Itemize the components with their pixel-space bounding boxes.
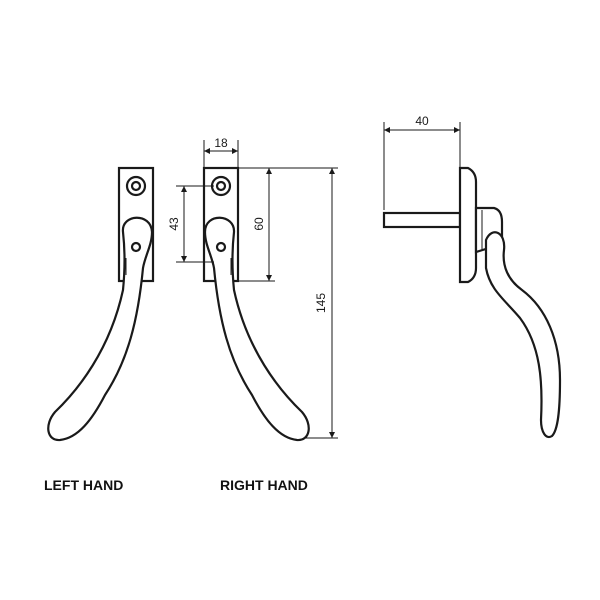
dimension-height-43: 43 [167,185,214,263]
side-backplate [458,166,478,284]
right-hand-caption: RIGHT HAND [220,477,308,493]
dimension-43-label: 43 [167,217,181,231]
dimension-height-145: 145 [238,167,338,439]
dimension-18-label: 18 [214,136,228,150]
left-hand-caption: LEFT HAND [44,477,124,493]
side-spindle [382,211,462,229]
left-fixing-hole-inner [130,180,142,192]
side-view-handle [382,166,562,439]
dimension-145-label: 145 [314,293,328,313]
dimension-width-18: 18 [203,136,239,168]
dimension-60-label: 60 [252,217,266,231]
right-hand-handle [202,166,310,442]
left-hand-handle [47,166,155,442]
dimension-40-label: 40 [415,114,429,128]
side-lever [484,231,562,439]
right-spindle-dot [215,241,227,253]
right-fixing-hole-inner [215,180,227,192]
left-spindle-dot [130,241,142,253]
dimension-height-60: 60 [238,167,275,282]
dimension-projection-40: 40 [383,114,461,210]
